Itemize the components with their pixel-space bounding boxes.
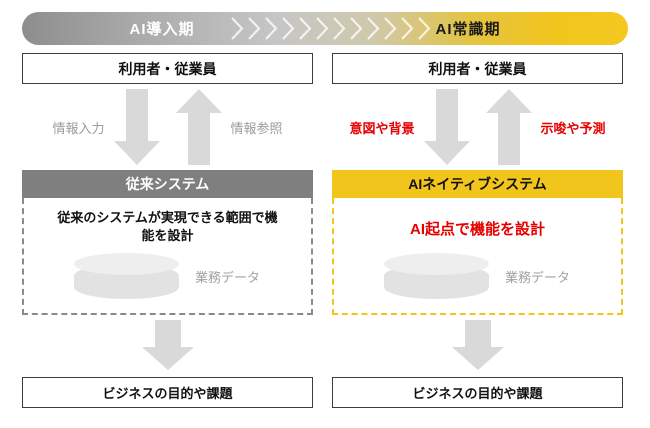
legacy-output-arrow-row (22, 320, 313, 370)
legacy-data-row: 業務データ (24, 253, 311, 300)
ai-intent-label: 意図や背景 (349, 120, 415, 136)
phase-right-label: AI常識期 (435, 21, 501, 38)
legacy-system-title: 従来システム (22, 170, 313, 198)
down-arrow-icon (141, 320, 194, 370)
legacy-system-body: 従来のシステムが実現できる範囲で機能を設計 業務データ (22, 198, 313, 315)
legacy-input-label: 情報入力 (52, 120, 105, 136)
legacy-users-box: 利用者・従業員 (22, 53, 313, 84)
ai-native-column: 利用者・従業員 意図や背景 示唆や予測 AIネイティブシステム AI起点で機能を… (332, 53, 623, 408)
up-arrow-icon (485, 89, 532, 165)
ai-system-body: AI起点で機能を設計 業務データ (332, 198, 623, 315)
down-arrow-icon (423, 89, 470, 165)
ai-flow-arrows: 意図や背景 示唆や予測 (332, 84, 623, 170)
phase-banner: AI導入期 AI常識期 (22, 12, 628, 45)
ai-system-description: AI起点で機能を設計 (409, 221, 545, 238)
legacy-business-box: ビジネスの目的や課題 (22, 377, 313, 408)
ai-system-block: AIネイティブシステム AI起点で機能を設計 業務データ (332, 170, 623, 315)
legacy-flow-arrows: 情報入力 情報参照 (22, 84, 313, 170)
ai-insight-label: 示唆や予測 (540, 120, 606, 136)
chevron-pattern (231, 17, 431, 40)
ai-users-box: 利用者・従業員 (332, 53, 623, 84)
down-arrow-icon (451, 320, 504, 370)
legacy-reference-label: 情報参照 (230, 120, 283, 136)
database-cylinder-icon (74, 253, 179, 300)
ai-business-box: ビジネスの目的や課題 (332, 377, 623, 408)
phase-left-label: AI導入期 (129, 21, 195, 38)
legacy-system-block: 従来システム 従来のシステムが実現できる範囲で機能を設計 業務データ (22, 170, 313, 315)
up-arrow-icon (175, 89, 222, 165)
ai-data-label: 業務データ (505, 269, 571, 285)
ai-system-title: AIネイティブシステム (332, 170, 623, 198)
legacy-system-description: 従来のシステムが実現できる範囲で機能を設計 (57, 210, 278, 243)
ai-output-arrow-row (332, 320, 623, 370)
legacy-column: 利用者・従業員 情報入力 情報参照 従来システム 従来のシステムが実現できる範囲… (22, 53, 313, 408)
legacy-data-label: 業務データ (195, 269, 261, 285)
down-arrow-icon (113, 89, 160, 165)
ai-data-row: 業務データ (334, 253, 621, 299)
database-cylinder-icon (384, 253, 489, 299)
